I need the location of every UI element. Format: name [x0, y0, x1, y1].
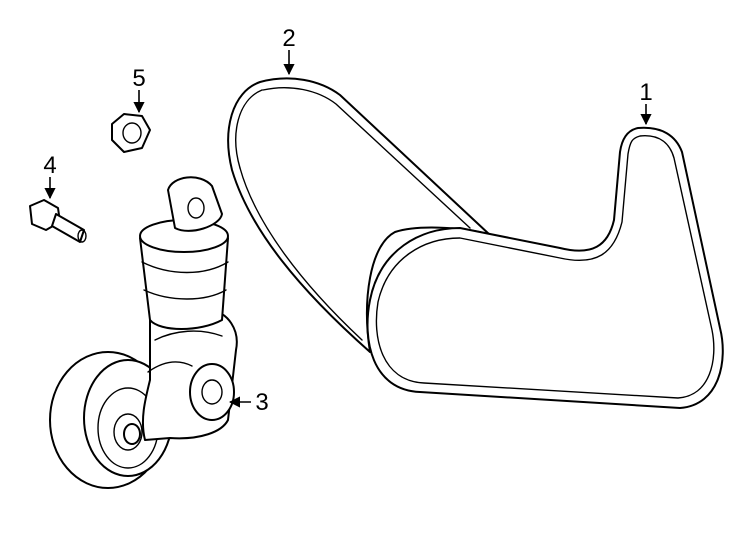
serpentine-belt-part-1[interactable]: [366, 126, 724, 409]
callout-label-5: 5: [132, 65, 145, 92]
callout-5: 5: [132, 65, 146, 114]
callout-label-3: 3: [255, 389, 268, 416]
callout-2: 2: [282, 25, 296, 76]
bolt-part-4[interactable]: [29, 199, 87, 243]
nut-part-5[interactable]: [111, 113, 151, 153]
callout-label-2: 2: [282, 25, 295, 52]
callout-4: 4: [43, 152, 57, 200]
callout-label-1: 1: [639, 79, 652, 106]
callout-3: 3: [228, 389, 269, 416]
belt-tensioner-part-3[interactable]: [49, 176, 238, 489]
callout-label-4: 4: [43, 152, 56, 179]
callout-1: 1: [639, 79, 653, 126]
